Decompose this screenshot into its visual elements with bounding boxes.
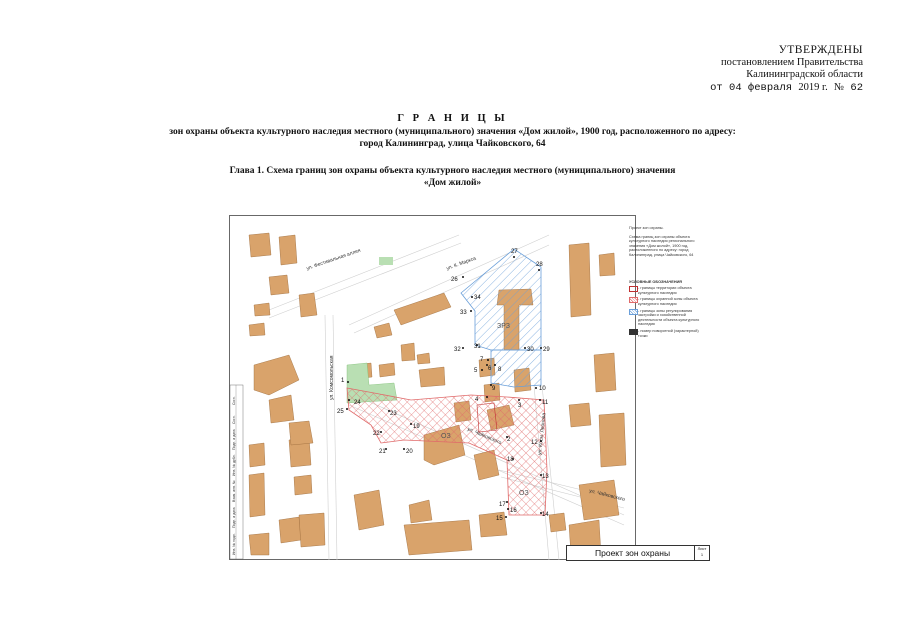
point-30: 30 xyxy=(527,347,534,353)
point-19: 19 xyxy=(413,424,420,430)
legend-item-oz: - границы охранной зоны объекта культурн… xyxy=(629,297,705,306)
point-27: 27 xyxy=(511,249,518,255)
legend-text-zrz: - границы зоны регулирования застройки и… xyxy=(638,308,700,327)
legend-item-point: - номер поворотной (характерной) точки xyxy=(629,328,705,338)
point-20: 20 xyxy=(406,449,413,455)
title-block-text: Проект зон охраны xyxy=(595,548,671,558)
point-10: 10 xyxy=(539,386,546,392)
label-oz1: ОЗ xyxy=(441,433,451,440)
date-day-month: 04 февраля xyxy=(729,81,793,94)
chapter-heading: Глава 1. Схема границ зон охраны объекта… xyxy=(0,166,905,189)
street-komsomolskaya: ул. Комсомольская xyxy=(329,355,335,400)
point-33: 33 xyxy=(460,310,467,316)
label-oz2: ОЗ xyxy=(519,490,529,497)
oz-swatch-icon xyxy=(629,297,638,304)
legend-title: Проект зон охраны. xyxy=(629,226,664,230)
approval-line1: постановлением Правительства xyxy=(720,56,863,68)
legend-text-point: - номер поворотной (характерной) точки xyxy=(638,328,699,338)
point-8: 8 xyxy=(498,367,502,373)
zone-oz xyxy=(346,387,548,516)
approval-title: УТВЕРЖДЕНЫ xyxy=(778,44,863,56)
point-labels: 1 2 3 4 5 6 7 8 9 10 11 12 13 14 15 16 1… xyxy=(337,249,550,522)
legend-text-territory: - границы территории объекта культурного… xyxy=(638,286,692,295)
zone-labels: ЗРЗ ОЗ ОЗ xyxy=(441,323,529,497)
buildings xyxy=(248,232,627,556)
point-5: 5 xyxy=(474,368,478,374)
chapter-line1: Глава 1. Схема границ зон охраны объекта… xyxy=(229,166,676,176)
point-11: 11 xyxy=(542,400,549,406)
street-kosm-leonova: ул. Косм. Леонова xyxy=(537,412,547,455)
point-14: 14 xyxy=(542,512,549,518)
point-2: 2 xyxy=(507,437,511,443)
stamp-1: Подп. и дата xyxy=(232,507,236,528)
side-stamp: Инв. № подл. Подп. и дата Взам. инв. № И… xyxy=(229,384,244,560)
legend-conditions-title: УСЛОВНЫЕ ОБОЗНАЧЕНИЯ xyxy=(629,279,683,284)
stamp-4: Подп. и дата xyxy=(232,429,236,450)
point-12: 12 xyxy=(531,440,538,446)
stamp-5: Согл. xyxy=(232,415,236,424)
point-23: 23 xyxy=(390,411,397,417)
point-18: 18 xyxy=(507,457,514,463)
point-9: 9 xyxy=(492,386,496,392)
point-4: 4 xyxy=(475,397,479,403)
point-31: 31 xyxy=(474,344,481,350)
stamp-0: Инв. № подл. xyxy=(232,533,236,555)
point-21: 21 xyxy=(379,449,386,455)
stamp-2: Взам. инв. № xyxy=(232,480,236,502)
legend-item-zrz: - границы зоны регулирования застройки и… xyxy=(629,308,705,327)
territory-swatch-icon xyxy=(629,286,638,293)
legend-description: Схема границ зон охраны объекта культурн… xyxy=(629,234,695,257)
doc-title: Г Р А Н И Ц Ы xyxy=(397,113,508,124)
sheet-number: 1 xyxy=(700,552,704,557)
approval-line2: Калининградской области xyxy=(746,69,863,80)
label-zrz: ЗРЗ xyxy=(497,323,510,330)
zone-zrz-lower xyxy=(490,349,542,388)
point-17: 17 xyxy=(499,502,506,508)
point-25: 25 xyxy=(337,409,344,415)
sheet-label: Лист xyxy=(697,546,707,551)
subtitle-line1: зон охраны объекта культурного наследия … xyxy=(169,127,736,137)
point-24: 24 xyxy=(354,400,361,406)
object-territory xyxy=(476,402,498,433)
point-16: 16 xyxy=(510,508,517,514)
chapter-line2: «Дом жилой» xyxy=(423,177,482,188)
approval-date: от 04 февраля 2019 г. № 62 xyxy=(710,82,863,95)
point-28: 28 xyxy=(536,262,543,268)
stamp-3: Инв. № дубл. xyxy=(232,454,236,476)
stamp-6: Согл. xyxy=(232,396,236,405)
map-frame xyxy=(229,215,636,560)
date-year: 2019 г. xyxy=(798,81,828,93)
point-29: 29 xyxy=(543,347,550,353)
point-1: 1 xyxy=(341,378,345,384)
approval-number: 62 xyxy=(850,81,863,94)
point-13: 13 xyxy=(542,474,549,480)
legend-item-territory: - границы территории объекта культурного… xyxy=(629,286,705,295)
sheet-cell: Лист 1 xyxy=(694,546,709,560)
approval-block: УТВЕРЖДЕНЫ постановлением Правительства … xyxy=(710,44,863,94)
point-15: 15 xyxy=(496,516,503,522)
date-prefix: от xyxy=(710,81,723,94)
doc-subtitle: зон охраны объекта культурного наследия … xyxy=(0,127,905,150)
point-markers xyxy=(346,256,542,518)
point-6: 6 xyxy=(488,366,492,372)
point-26: 26 xyxy=(451,277,458,283)
subtitle-line2: город Калининград, улица Чайковского, 64 xyxy=(359,138,546,149)
point-32: 32 xyxy=(454,347,461,353)
zone-map: ул. Фестивальная аллея ул. К. Маркса ул.… xyxy=(229,215,636,560)
point-swatch-icon xyxy=(629,328,638,335)
number-label: № xyxy=(834,81,845,93)
legend-text-oz: - границы охранной зоны объекта культурн… xyxy=(638,297,698,306)
title-block: Проект зон охраны Лист 1 xyxy=(566,545,710,561)
zrz-swatch-icon xyxy=(629,308,638,315)
point-7: 7 xyxy=(480,357,484,363)
map-legend: Проект зон охраны. Схема границ зон охра… xyxy=(629,226,705,338)
point-22: 22 xyxy=(373,431,380,437)
point-34: 34 xyxy=(474,295,481,301)
point-3: 3 xyxy=(518,403,522,409)
